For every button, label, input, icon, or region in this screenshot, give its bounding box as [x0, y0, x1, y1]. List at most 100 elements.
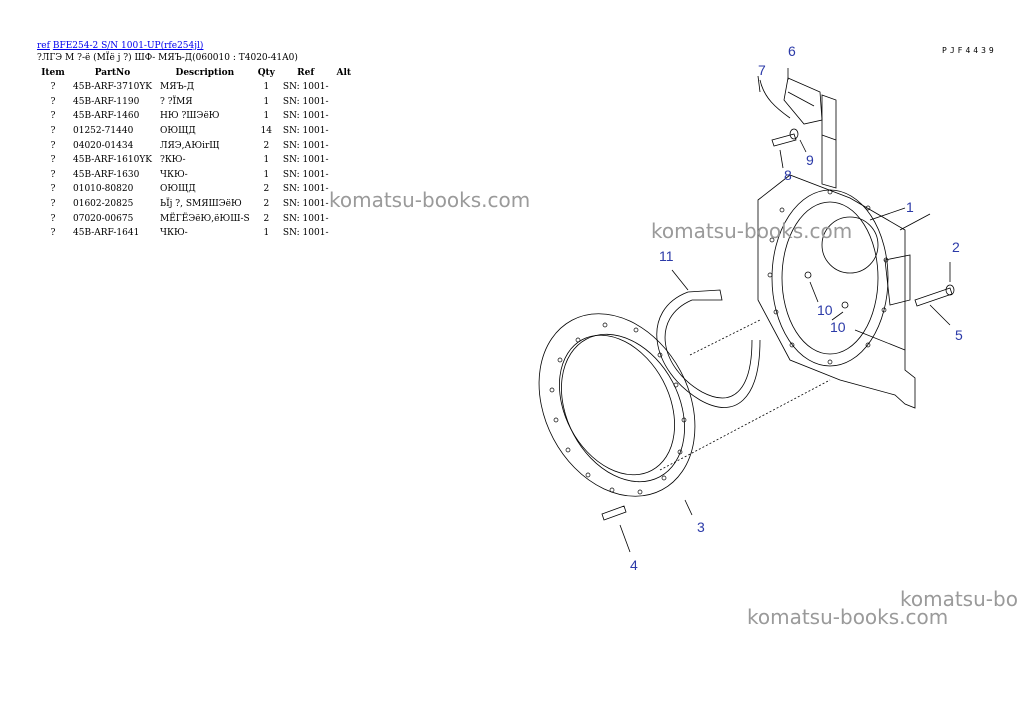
watermark-2: komatsu-books.com: [651, 219, 853, 243]
partno-cell: 45B-ARF-1610YK: [73, 155, 153, 166]
page-subtitle: ?ЛГЭ М ?-ё (МЇё j ?) ШФ- МЯЪ-Д(060010 : …: [37, 53, 298, 63]
qty-cell: 1: [263, 82, 270, 93]
housing-1: [757, 174, 916, 409]
qty-cell: 2: [263, 213, 270, 224]
header-description: Description: [175, 68, 235, 78]
qty-cell: 2: [263, 184, 270, 195]
callout-1: 1: [906, 199, 914, 215]
flange-holes: [549, 189, 889, 495]
description-cell: ? ?ЇМЯ: [160, 96, 193, 107]
table-row: ? 45B-ARF-1610YK ?КЮ- 1 SN: 1001-: [37, 153, 355, 168]
callout-10: 10: [817, 302, 833, 318]
description-cell: ?КЮ-: [160, 155, 186, 166]
callout-8: 8: [784, 167, 792, 183]
item-cell: ?: [50, 228, 56, 239]
description-cell: МЁГЁЭёЮ,ёЮШ-S: [160, 213, 250, 224]
description-cell: ЧКЮ-: [160, 228, 188, 239]
housing-outer-ring: [771, 189, 889, 367]
ref-cell: SN: 1001-: [282, 213, 329, 224]
header-qty: Qty: [257, 68, 275, 78]
partno-cell: 04020-01434: [73, 140, 134, 151]
partno-cell: 45B-ARF-1630: [73, 169, 140, 180]
nut-2: [945, 284, 955, 296]
item-cell: ?: [50, 213, 56, 224]
breadcrumb: ref BFE254-2 S/N 1001-UP(rfe254jl): [37, 40, 203, 52]
ref-cell: SN: 1001-: [282, 199, 329, 210]
qty-cell: 1: [263, 111, 270, 122]
band-11: [656, 291, 761, 408]
partno-cell: 45B-ARF-1460: [73, 111, 140, 122]
bolt-4: [601, 505, 627, 521]
qty-cell: 2: [263, 199, 270, 210]
flange-inner-3: [559, 334, 675, 476]
flange-ring-3: [538, 313, 696, 497]
partno-cell: 01010-80820: [73, 184, 134, 195]
washer-9: [789, 128, 799, 140]
item-cell: ?: [50, 199, 56, 210]
item-cell: ?: [50, 184, 56, 195]
qty-cell: 1: [263, 228, 270, 239]
partno-cell: 01602-20825: [73, 199, 134, 210]
ref-cell: SN: 1001-: [282, 169, 329, 180]
item-cell: ?: [50, 96, 56, 107]
model-link[interactable]: BFE254-2 S/N 1001-UP(rfe254jl): [52, 41, 204, 51]
partno-cell: 07020-00675: [73, 213, 134, 224]
watermark-4: komatsu-books.com: [747, 605, 949, 629]
table-row: ? 01602-20825 ЬЇj ?, SМЯШЭёЮ 2 SN: 1001-: [37, 197, 355, 212]
table-row: ? 01010-80820 ОЮЩД 2 SN: 1001-: [37, 182, 355, 197]
ref-link[interactable]: ref: [37, 41, 50, 51]
qty-cell: 2: [263, 140, 270, 151]
watermark-3: komatsu-bo: [900, 587, 1018, 611]
item-cell: ?: [50, 111, 56, 122]
item-cell: ?: [50, 169, 56, 180]
qty-cell: 1: [263, 96, 270, 107]
watermark-1: komatsu-books.com: [329, 188, 531, 212]
partno-cell: 45B-ARF-3710YK: [73, 82, 153, 93]
ref-cell: SN: 1001-: [282, 155, 329, 166]
header-partno: PartNo: [94, 68, 131, 78]
item-cell: ?: [50, 155, 56, 166]
callout-2: 2: [952, 239, 960, 255]
description-cell: ОЮЩД: [160, 126, 196, 137]
plate-6: [783, 77, 823, 125]
ref-cell: SN: 1001-: [282, 140, 329, 151]
description-cell: МЯЪ-Д: [160, 82, 195, 93]
bracket-plate: [821, 94, 837, 189]
ref-cell: SN: 1001-: [282, 184, 329, 195]
bolt-5: [914, 287, 953, 307]
wire-7: [759, 79, 791, 119]
table-row: ? 45B-ARF-1641 ЧКЮ- 1 SN: 1001-: [37, 226, 355, 241]
ref-cell: SN: 1001-: [282, 228, 329, 239]
callout-3: 3: [697, 519, 705, 535]
callout-4: 4: [630, 557, 638, 573]
table-row: ? 07020-00675 МЁГЁЭёЮ,ёЮШ-S 2 SN: 1001-: [37, 211, 355, 226]
diagram-linework: [538, 68, 955, 553]
header-ref: Ref: [297, 68, 315, 78]
partno-cell: 01252-71440: [73, 126, 134, 137]
description-cell: ОЮЩД: [160, 184, 196, 195]
description-cell: ЧКЮ-: [160, 169, 188, 180]
callout-5: 5: [955, 327, 963, 343]
ref-cell: SN: 1001-: [282, 96, 329, 107]
qty-cell: 14: [260, 126, 273, 137]
description-cell: ЬЇj ?, SМЯШЭёЮ: [160, 199, 242, 210]
item-cell: ?: [50, 82, 56, 93]
callout-7: 7: [758, 62, 766, 78]
housing-inner-ring: [781, 201, 879, 355]
partno-cell: 45B-ARF-1641: [73, 228, 140, 239]
parts-table: Item PartNo Description Qty Ref Alt ? 45B…: [37, 66, 355, 241]
qty-cell: 1: [263, 155, 270, 166]
table-header-row: Item PartNo Description Qty Ref Alt: [37, 66, 355, 80]
header-alt: Alt: [336, 68, 352, 78]
drawing-code: PJF4439: [942, 46, 997, 55]
ref-cell: SN: 1001-: [282, 111, 329, 122]
item-cell: ?: [50, 126, 56, 137]
